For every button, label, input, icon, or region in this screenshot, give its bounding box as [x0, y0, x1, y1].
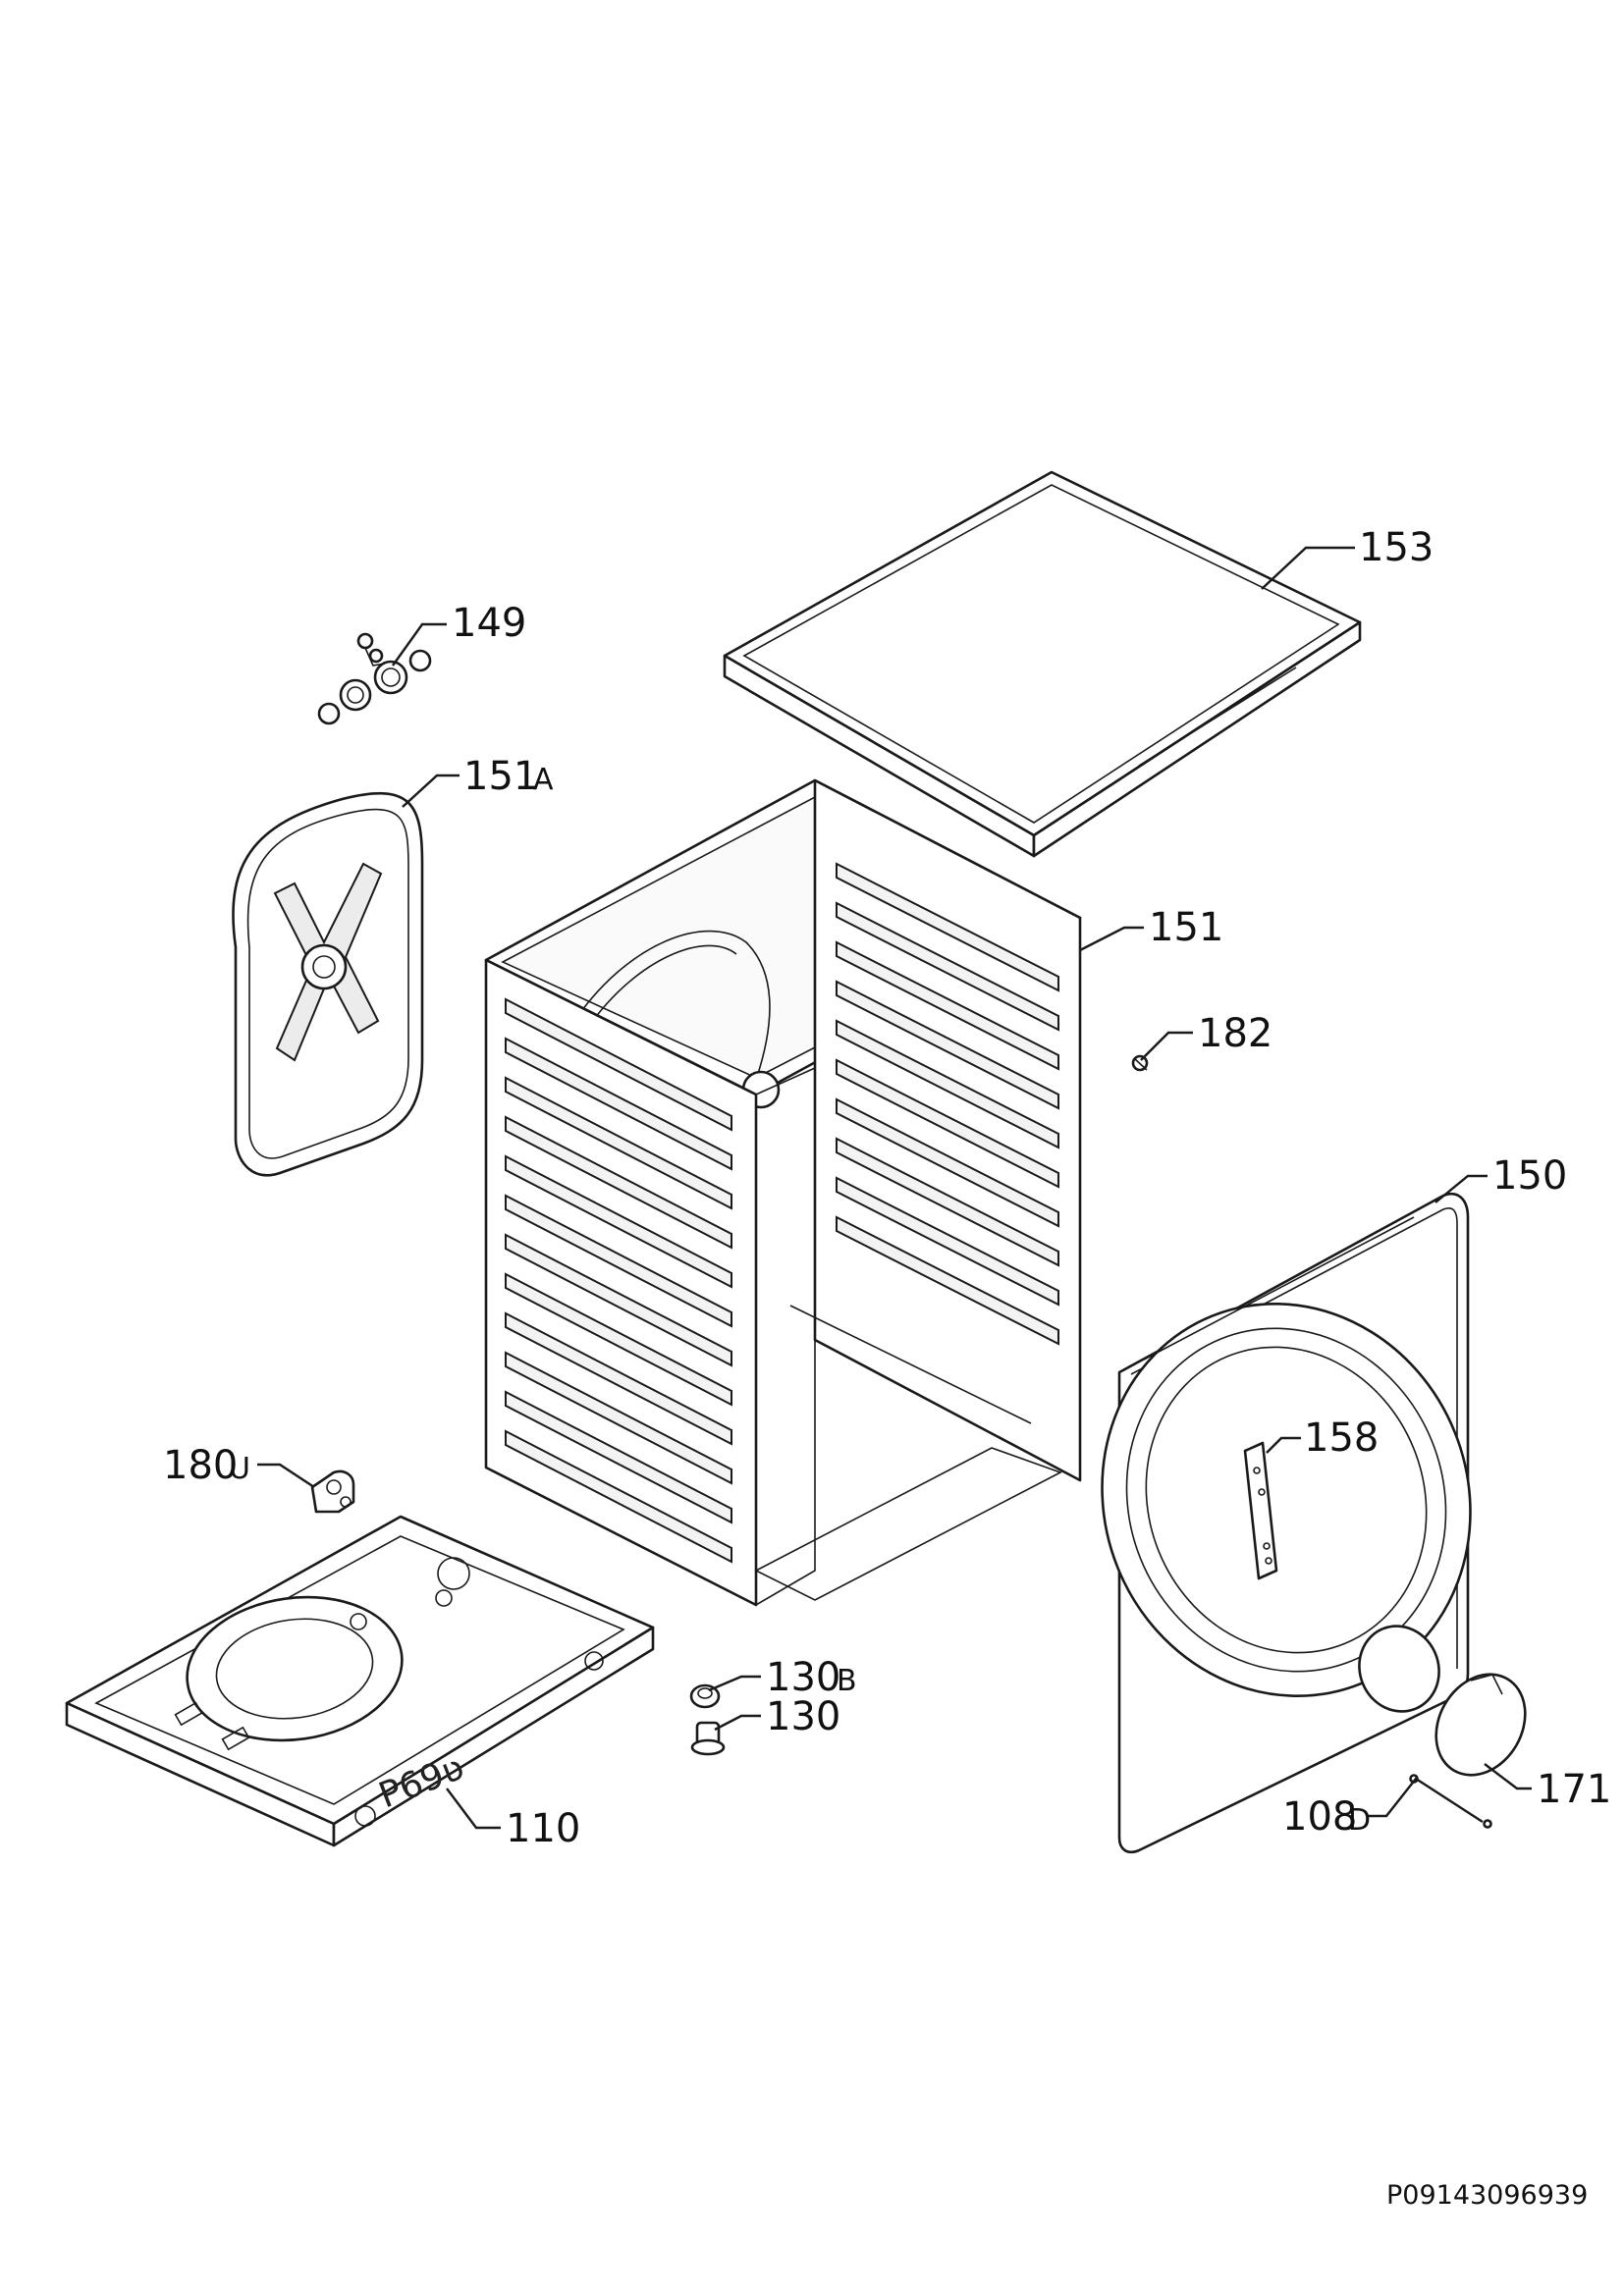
callout-171: 171 [1537, 1767, 1611, 1812]
callout-182: 182 [1198, 1011, 1272, 1056]
callout-149: 149 [452, 601, 526, 646]
part-180u-bracket [310, 1469, 355, 1514]
part-130-foot [690, 1721, 726, 1756]
callout-108d-number: 108 [1282, 1794, 1357, 1840]
callout-130b-number: 130 [766, 1655, 840, 1700]
callout-180u-number: 180 [163, 1443, 238, 1488]
part-182-clip [1131, 1054, 1149, 1072]
callout-130b-suffix: B [837, 1664, 857, 1698]
document-code: P09143096939 [1386, 2180, 1588, 2211]
callout-108d-suffix: D [1348, 1803, 1371, 1838]
part-153-top-lid [723, 470, 1362, 858]
leader-lines [257, 546, 1532, 1830]
callout-180u-suffix: U [229, 1452, 250, 1486]
left-panel-ribs [505, 997, 732, 1564]
callout-151a-suffix: A [533, 763, 554, 797]
part-150-front-panel [1101, 1193, 1472, 1854]
callout-151: 151 [1149, 905, 1223, 950]
part-151a-rear-cover [232, 791, 424, 1177]
part-149-fittings [317, 632, 432, 725]
callout-158: 158 [1304, 1415, 1379, 1461]
callout-153: 153 [1359, 525, 1434, 570]
part-151-cabinet [484, 778, 1082, 1607]
callout-110: 110 [506, 1806, 580, 1851]
right-panel-ribs [836, 862, 1059, 1346]
part-130b-foot [689, 1683, 721, 1709]
callout-130: 130 [766, 1694, 840, 1739]
callout-150: 150 [1492, 1153, 1567, 1199]
part-158-hinge [1243, 1441, 1278, 1580]
part-171-filter-cover [1435, 1673, 1527, 1777]
callout-labels: 153 149 151 A 151 182 150 158 180 U 130 … [163, 525, 1611, 1851]
callout-151a-number: 151 [463, 754, 538, 799]
part-110-base-plate: P69ʋ [65, 1515, 655, 1847]
